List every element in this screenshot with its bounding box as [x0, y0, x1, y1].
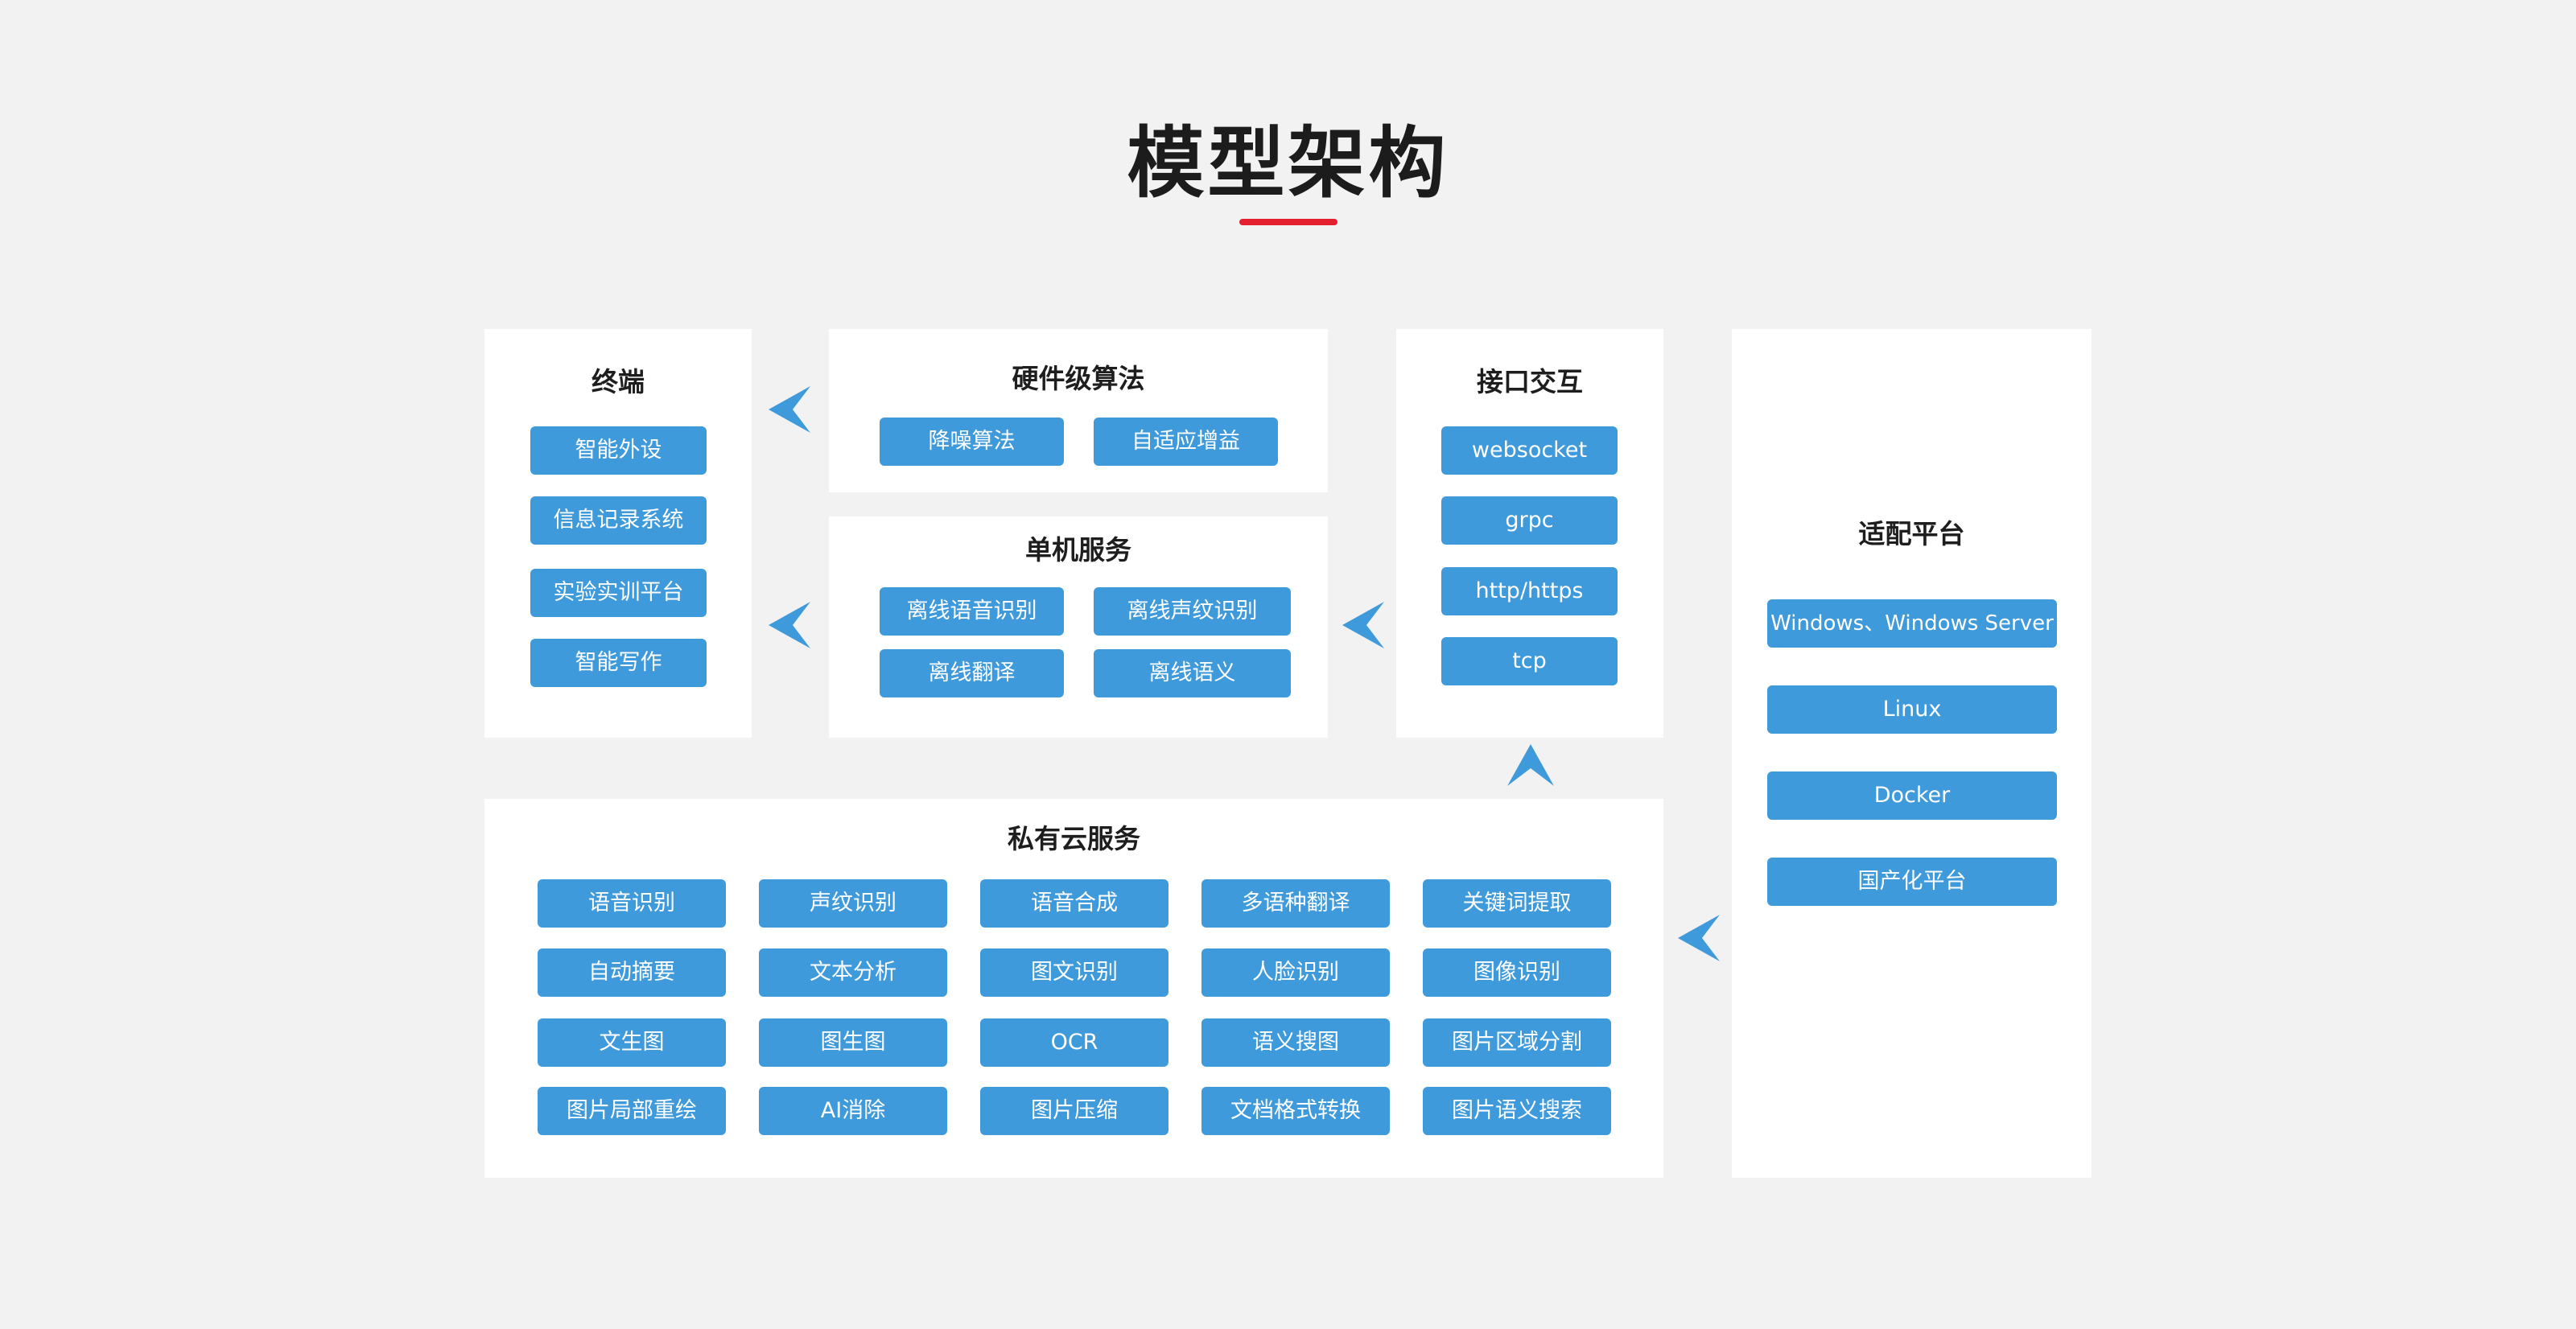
hardware-title: 硬件级算法 — [1012, 363, 1145, 394]
terminal-item-smart-peripheral[interactable]: 智能外设 — [530, 426, 707, 475]
terminal-item-smart-writing[interactable]: 智能写作 — [530, 639, 707, 687]
cloud-item-image-recognition[interactable]: 图像识别 — [1423, 948, 1611, 997]
arrow-left-icon — [769, 602, 810, 648]
cloud-item-image-segmentation[interactable]: 图片区域分割 — [1423, 1018, 1611, 1067]
cloud-item-ai-eraser[interactable]: AI消除 — [759, 1087, 947, 1135]
standalone-item-offline-semantics[interactable]: 离线语义 — [1094, 649, 1291, 697]
cloud-item-document-conversion[interactable]: 文档格式转换 — [1201, 1087, 1390, 1135]
terminal-title: 终端 — [591, 366, 645, 397]
private-cloud-title: 私有云服务 — [1008, 823, 1140, 854]
platform-item-windows[interactable]: Windows、Windows Server — [1767, 599, 2057, 648]
cloud-item-image-semantic-search[interactable]: 图片语义搜索 — [1423, 1087, 1611, 1135]
title-underline — [1239, 219, 1337, 225]
terminal-item-training-platform[interactable]: 实验实训平台 — [530, 569, 707, 617]
cloud-item-keyword-extraction[interactable]: 关键词提取 — [1423, 879, 1611, 928]
standalone-item-offline-translation[interactable]: 离线翻译 — [880, 649, 1064, 697]
cloud-item-voiceprint[interactable]: 声纹识别 — [759, 879, 947, 928]
arrow-left-icon — [769, 386, 810, 433]
terminal-panel: 终端 智能外设 信息记录系统 实验实训平台 智能写作 — [484, 329, 752, 738]
interface-item-tcp[interactable]: tcp — [1441, 637, 1618, 685]
page-title: 模型架构 — [1127, 118, 1449, 208]
arrow-up-icon — [1507, 744, 1554, 786]
arrow-left-icon — [1678, 915, 1720, 961]
cloud-item-multilingual-translation[interactable]: 多语种翻译 — [1201, 879, 1390, 928]
cloud-item-auto-summary[interactable]: 自动摘要 — [538, 948, 726, 997]
arrow-left-icon — [1342, 602, 1384, 648]
cloud-item-tts[interactable]: 语音合成 — [980, 879, 1168, 928]
standalone-title: 单机服务 — [1025, 534, 1131, 566]
hardware-item-noise-reduction[interactable]: 降噪算法 — [880, 418, 1064, 466]
interface-item-http[interactable]: http/https — [1441, 567, 1618, 615]
cloud-item-semantic-image-search[interactable]: 语义搜图 — [1201, 1018, 1390, 1067]
platform-item-linux[interactable]: Linux — [1767, 685, 2057, 734]
platform-panel: 适配平台 Windows、Windows Server Linux Docker… — [1732, 329, 2092, 1178]
standalone-item-offline-voiceprint[interactable]: 离线声纹识别 — [1094, 587, 1291, 636]
interface-title: 接口交互 — [1477, 366, 1583, 397]
interface-item-websocket[interactable]: websocket — [1441, 426, 1618, 475]
cloud-item-local-inpainting[interactable]: 图片局部重绘 — [538, 1087, 726, 1135]
cloud-item-face-recognition[interactable]: 人脸识别 — [1201, 948, 1390, 997]
interface-item-grpc[interactable]: grpc — [1441, 496, 1618, 545]
interface-panel: 接口交互 websocket grpc http/https tcp — [1396, 329, 1663, 738]
cloud-item-text-analysis[interactable]: 文本分析 — [759, 948, 947, 997]
cloud-item-ocr[interactable]: OCR — [980, 1018, 1168, 1067]
hardware-panel: 硬件级算法 降噪算法 自适应增益 — [829, 329, 1328, 492]
platform-title: 适配平台 — [1858, 518, 1965, 549]
cloud-item-image-to-image[interactable]: 图生图 — [759, 1018, 947, 1067]
hardware-item-adaptive-gain[interactable]: 自适应增益 — [1094, 418, 1278, 466]
cloud-item-image-text-recognition[interactable]: 图文识别 — [980, 948, 1168, 997]
platform-item-domestic[interactable]: 国产化平台 — [1767, 858, 2057, 906]
terminal-item-info-recording[interactable]: 信息记录系统 — [530, 496, 707, 545]
platform-item-docker[interactable]: Docker — [1767, 771, 2057, 820]
private-cloud-panel: 私有云服务 语音识别 声纹识别 语音合成 多语种翻译 关键词提取 自动摘要 文本… — [484, 799, 1663, 1178]
cloud-item-text-to-image[interactable]: 文生图 — [538, 1018, 726, 1067]
cloud-item-asr[interactable]: 语音识别 — [538, 879, 726, 928]
standalone-panel: 单机服务 离线语音识别 离线声纹识别 离线翻译 离线语义 — [829, 516, 1328, 738]
standalone-item-offline-asr[interactable]: 离线语音识别 — [880, 587, 1064, 636]
cloud-item-image-compression[interactable]: 图片压缩 — [980, 1087, 1168, 1135]
